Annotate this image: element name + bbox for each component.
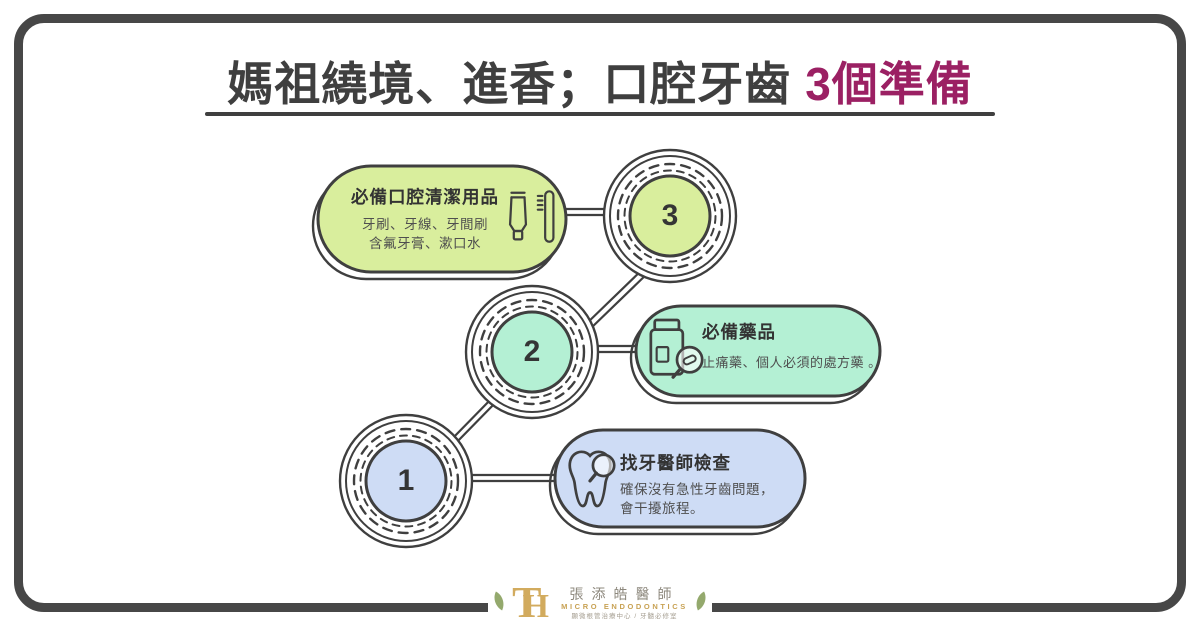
th-monogram: TH bbox=[512, 578, 549, 627]
step3-text-block: 必備口腔清潔用品 牙刷、牙線、牙間刷 含氟牙膏、漱口水 bbox=[332, 186, 518, 253]
title-main: 媽祖繞境、進香；口腔牙齒 bbox=[227, 58, 792, 110]
step1-title: 找牙醫師檢查 bbox=[620, 453, 731, 473]
pill-shape-step2 bbox=[629, 304, 882, 405]
leaf-right-icon bbox=[695, 590, 707, 616]
brand-line: MICRO ENDODONTICS bbox=[561, 601, 688, 611]
medicine-bottle-magnifier-icon bbox=[646, 316, 708, 391]
step1-line-2: 會干擾旅程。 bbox=[620, 501, 704, 516]
logo-text-column: 張添皓醫師 MICRO ENDODONTICS 顯微根管治療中心 / 牙髓必修室 bbox=[561, 586, 688, 621]
step1-line-1: 確保沒有急性牙齒問題， bbox=[620, 482, 774, 497]
leaf-left-icon bbox=[493, 590, 505, 616]
connector-circle1-pill1 bbox=[468, 473, 560, 483]
pill-shape-step1 bbox=[548, 428, 807, 536]
circle-node-step3 bbox=[602, 148, 738, 284]
circle-node-step1 bbox=[338, 413, 474, 549]
step1-text-block: 找牙醫師檢查 確保沒有急性牙齒問題， 會干擾旅程。 bbox=[620, 452, 800, 518]
step1-number: 1 bbox=[397, 464, 415, 497]
title-accent: 3個準備 bbox=[805, 58, 973, 110]
tooth-magnifier-icon bbox=[562, 444, 620, 517]
step3-title: 必備口腔清潔用品 bbox=[351, 187, 499, 207]
toothpaste-tube-icon bbox=[503, 189, 533, 250]
doctor-name: 張添皓醫師 bbox=[569, 585, 680, 602]
connector-circle3-circle2 bbox=[582, 264, 652, 332]
step2-text-block: 必備藥品 止痛藥、個人必須的處方藥 。 bbox=[702, 321, 882, 372]
circle-node-step2 bbox=[464, 284, 600, 420]
step2-number: 2 bbox=[523, 335, 541, 368]
pill-shape-step3 bbox=[311, 164, 568, 281]
connector-pill3-circle3 bbox=[564, 207, 606, 217]
toothbrush-icon bbox=[536, 187, 558, 252]
step3-number: 3 bbox=[661, 199, 679, 232]
step2-title: 必備藥品 bbox=[702, 322, 776, 342]
connector-circle2-pill2 bbox=[596, 344, 642, 354]
step3-line-1: 牙刷、牙線、牙間刷 bbox=[362, 217, 488, 232]
clinic-logo: TH 張添皓醫師 MICRO ENDODONTICS 顯微根管治療中心 / 牙髓… bbox=[488, 578, 712, 628]
tagline-line: 顯微根管治療中心 / 牙髓必修室 bbox=[571, 612, 678, 620]
step2-line-1: 止痛藥、個人必須的處方藥 。 bbox=[702, 355, 882, 370]
step3-line-2: 含氟牙膏、漱口水 bbox=[369, 236, 481, 251]
title-underline bbox=[205, 112, 995, 116]
